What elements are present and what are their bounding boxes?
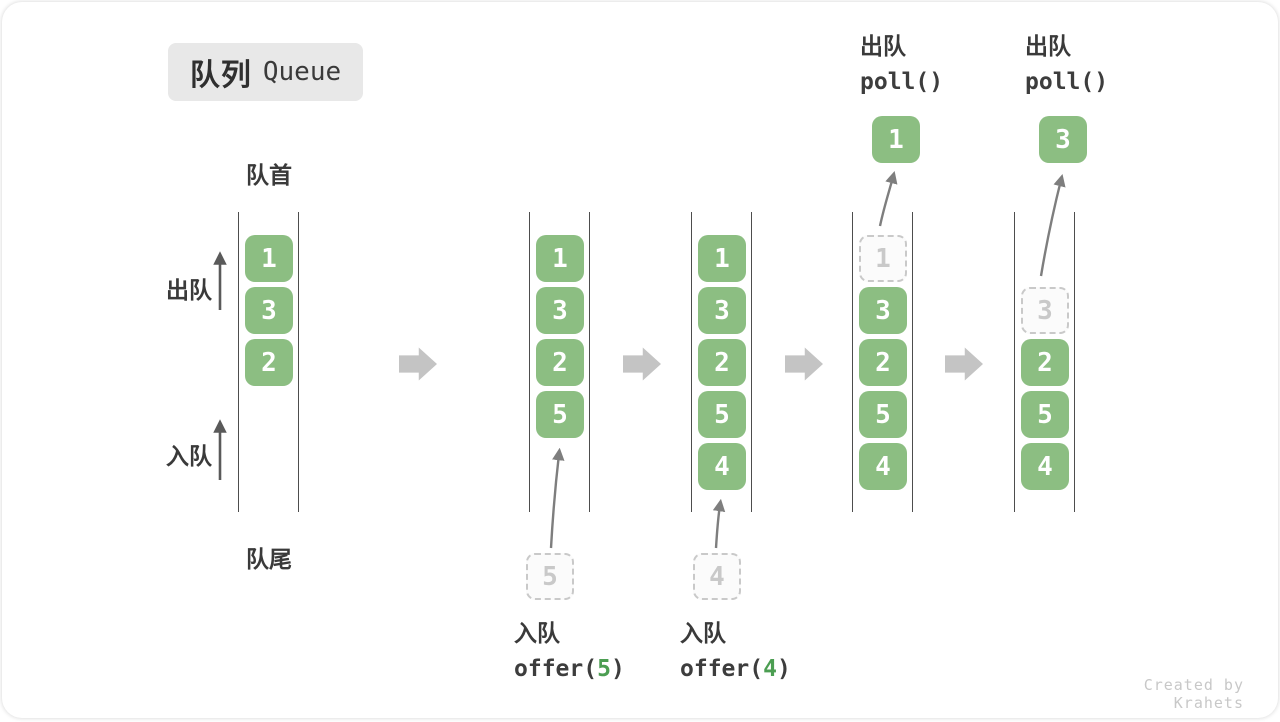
title-en: Queue [262, 57, 342, 87]
enqueue-op-label: 入队 offer(5) [514, 618, 625, 683]
step-arrow-icon [945, 347, 983, 381]
enqueue-pending-cell: 4 [693, 553, 741, 600]
queue-column-3 [691, 212, 752, 512]
op-arg: 5 [597, 656, 611, 682]
queue-cell: 5 [536, 391, 584, 438]
queue-cell: 2 [1021, 339, 1069, 386]
enqueue-pending-cell: 5 [526, 553, 574, 600]
dequeue-op-label: 出队 poll() [1025, 31, 1108, 96]
op-arg: 4 [763, 656, 777, 682]
queue-cell: 5 [859, 391, 907, 438]
dequeued-value-cell: 3 [1039, 116, 1087, 163]
op-title: 入队 [514, 620, 560, 646]
op-code: offer(4) [680, 656, 791, 682]
watermark: Created by Krahets [1143, 676, 1244, 712]
enqueue-side-label: 入队 [166, 443, 212, 469]
title-zh: 队列 [189, 59, 252, 92]
dequeued-ghost-cell: 3 [1021, 287, 1069, 334]
queue-rear-label: 队尾 [246, 546, 292, 572]
enqueue-op-label: 入队 offer(4) [680, 618, 791, 683]
step-arrow-icon [399, 347, 437, 381]
queue-cell: 4 [698, 443, 746, 490]
queue-front-label: 队首 [246, 162, 292, 188]
queue-cell: 3 [245, 287, 293, 334]
queue-column-5 [1014, 212, 1075, 512]
queue-cell: 3 [698, 287, 746, 334]
dequeued-ghost-cell: 1 [859, 235, 907, 282]
queue-cell: 1 [536, 235, 584, 282]
queue-column-4 [852, 212, 913, 512]
op-code: poll() [1025, 69, 1109, 95]
step-arrow-icon [785, 347, 823, 381]
queue-column-1 [238, 212, 299, 512]
dequeued-value-cell: 1 [872, 116, 920, 163]
title-badge: 队列 Queue [168, 43, 363, 101]
dequeue-op-label: 出队 poll() [860, 31, 943, 96]
queue-cell: 3 [536, 287, 584, 334]
queue-cell: 3 [859, 287, 907, 334]
op-code: offer(5) [514, 656, 625, 682]
op-title: 出队 [860, 33, 906, 59]
queue-cell: 4 [859, 443, 907, 490]
queue-column-2 [529, 212, 590, 512]
queue-cell: 2 [536, 339, 584, 386]
op-title: 入队 [680, 620, 726, 646]
queue-cell: 2 [859, 339, 907, 386]
op-title: 出队 [1025, 33, 1071, 59]
step-arrow-icon [623, 347, 661, 381]
queue-cell: 5 [698, 391, 746, 438]
queue-cell: 4 [1021, 443, 1069, 490]
queue-cell: 5 [1021, 391, 1069, 438]
queue-cell: 2 [245, 339, 293, 386]
dequeue-side-label: 出队 [166, 277, 212, 303]
queue-cell: 2 [698, 339, 746, 386]
queue-cell: 1 [245, 235, 293, 282]
queue-cell: 1 [698, 235, 746, 282]
op-code: poll() [860, 69, 944, 95]
